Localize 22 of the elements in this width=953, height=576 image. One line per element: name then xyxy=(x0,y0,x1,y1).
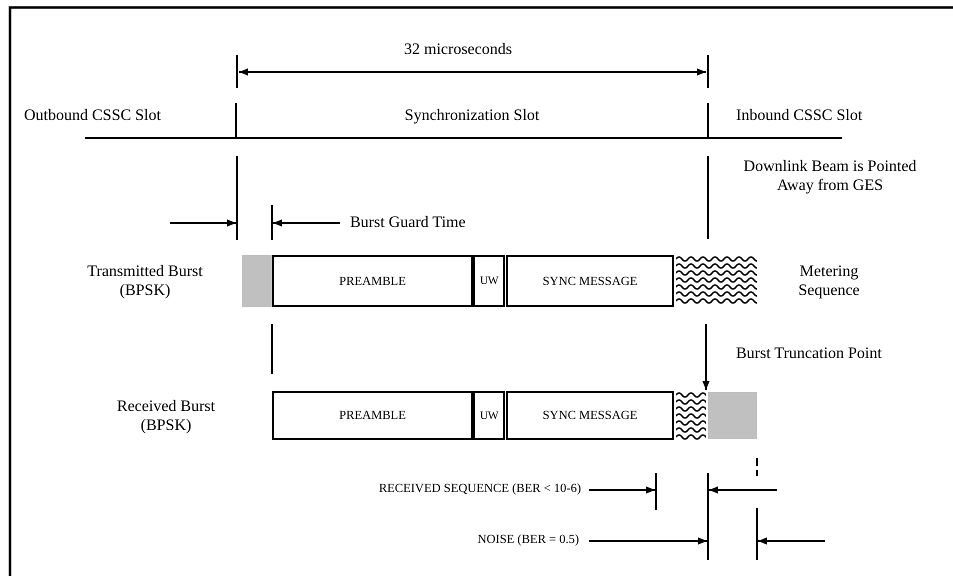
dimension-label: RECEIVED SEQUENCE (BER < 10-6) xyxy=(378,480,581,497)
dimension-label: NOISE (BER = 0.5) xyxy=(478,531,579,548)
guard-bar xyxy=(242,255,272,307)
burst-field: SYNC MESSAGE xyxy=(506,255,674,307)
guard-bar xyxy=(708,392,757,439)
row-label: Transmitted Burst (BPSK) xyxy=(86,262,204,300)
slot-label: Inbound CSSC Slot xyxy=(736,106,862,125)
row-label: Received Burst (BPSK) xyxy=(116,397,216,435)
burst-field: UW xyxy=(473,391,505,440)
dimension-label: Burst Guard Time xyxy=(350,213,466,232)
annotation: Metering Sequence xyxy=(797,262,861,300)
metering-bar xyxy=(676,255,757,307)
annotation: Burst Truncation Point xyxy=(736,344,882,363)
metering-bar xyxy=(676,391,706,440)
slot-label: Synchronization Slot xyxy=(404,106,540,125)
slot-label: Outbound CSSC Slot xyxy=(24,106,161,125)
burst-field: PREAMBLE xyxy=(272,255,473,307)
burst-field: UW xyxy=(473,255,505,307)
burst-field: SYNC MESSAGE xyxy=(506,391,674,440)
dimension-label: 32 microseconds xyxy=(403,40,513,59)
annotation: Downlink Beam is Pointed Away from GES xyxy=(742,157,918,195)
burst-field: PREAMBLE xyxy=(272,391,473,440)
